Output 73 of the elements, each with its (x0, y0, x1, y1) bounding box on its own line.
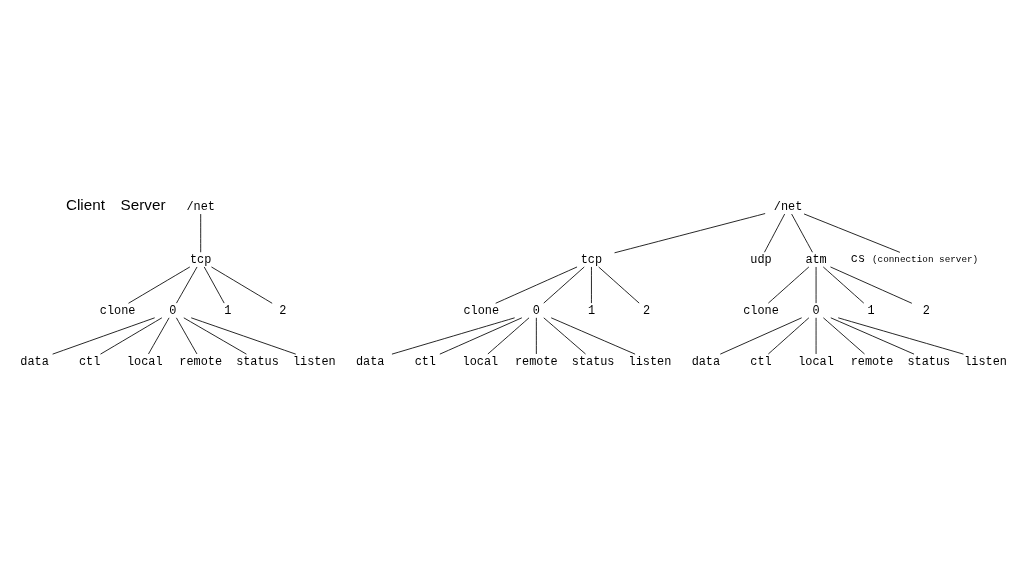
node-text: status (907, 354, 951, 369)
node-text: clone (463, 303, 500, 318)
connector (767, 317, 810, 355)
connector (190, 317, 297, 355)
node-text: 2 (922, 303, 930, 318)
label: Server (120, 196, 166, 214)
node-text: status (236, 354, 279, 369)
connector (822, 317, 865, 355)
node-text: 1 (587, 303, 596, 318)
node-text: local (798, 354, 834, 369)
node-text: 0 (169, 303, 177, 318)
node-text: 2 (279, 303, 287, 318)
node-text: data (355, 354, 385, 369)
connector (764, 213, 786, 253)
node-text: 1 (224, 303, 232, 318)
node-text: data (691, 354, 721, 369)
connector (543, 317, 586, 355)
connector (211, 266, 273, 304)
connector (830, 266, 913, 304)
connector (535, 317, 537, 355)
node-text: ctl (414, 354, 436, 369)
node-text: remote (515, 354, 558, 369)
node-text: cs (850, 251, 866, 266)
connector (52, 317, 156, 355)
node-text: local (126, 354, 163, 369)
node-text: ctl (78, 354, 101, 369)
connector (543, 266, 585, 304)
node-text: local (462, 354, 499, 369)
node-text: udp (750, 252, 772, 267)
node-label: (connection server) (872, 253, 979, 265)
node-text: clone (99, 303, 136, 318)
connector (767, 266, 810, 304)
connector (822, 266, 865, 304)
node-text: listen (628, 354, 672, 369)
connector (175, 317, 198, 355)
node-text: /net (186, 199, 215, 214)
node-text: data (20, 354, 49, 369)
node-text: status (571, 354, 615, 369)
connector (550, 317, 636, 355)
connector (128, 266, 191, 304)
node-text: remote (850, 354, 894, 369)
connector (495, 266, 578, 304)
node-text: tcp (580, 252, 603, 267)
connector (391, 317, 516, 355)
connector (176, 266, 198, 304)
connector (439, 317, 523, 355)
connector (100, 317, 163, 355)
node-text: tcp (190, 252, 212, 267)
connector (791, 213, 813, 253)
node-text: 1 (867, 303, 875, 318)
connector (598, 266, 640, 304)
node-text: listen (964, 354, 1007, 369)
node-text: clone (743, 303, 779, 318)
node-text: 0 (532, 303, 540, 318)
connector (830, 317, 915, 355)
connector (803, 213, 901, 253)
node-text: 2 (642, 303, 651, 318)
node-text: atm (805, 252, 827, 267)
connector (591, 266, 592, 304)
node-text: ctl (750, 354, 772, 369)
connector (183, 317, 247, 355)
connector (203, 266, 225, 304)
node-text: /net (773, 199, 803, 214)
connector (487, 317, 530, 355)
connector (614, 213, 766, 254)
connector (719, 317, 803, 355)
connector (148, 317, 170, 355)
connector (837, 317, 964, 355)
connector (200, 213, 202, 253)
node-text: listen (292, 354, 336, 369)
label: Client (65, 196, 105, 214)
node-text: remote (179, 354, 223, 369)
node-text: 0 (812, 303, 820, 318)
